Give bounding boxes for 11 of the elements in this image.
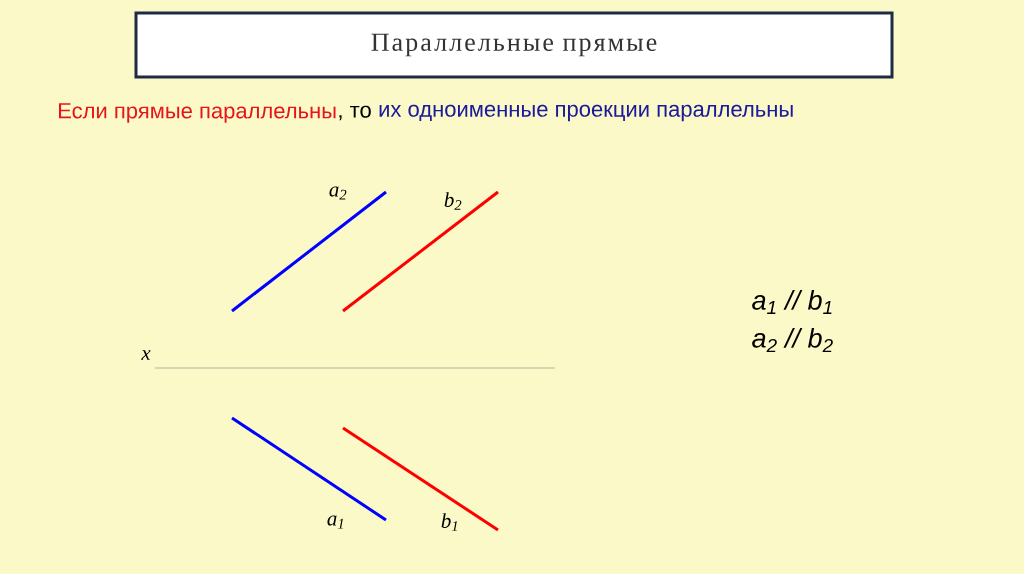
statement-text: , то bbox=[339, 105, 371, 121]
line-label: b$_{1}$ bbox=[441, 513, 458, 531]
title-box: Параллельные прямые bbox=[134, 11, 894, 79]
statement-text: их одноименные проекции параллельны bbox=[379, 104, 793, 122]
axis-label: x bbox=[141, 350, 151, 360]
parallel-relation: a$_{1}$ // b$_{1}$ bbox=[752, 290, 832, 314]
line-label: a$_{2}$ bbox=[329, 186, 347, 200]
line-label: b$_{2}$ bbox=[444, 192, 462, 210]
statement-text: Если прямые параллельны bbox=[59, 103, 336, 123]
parallel-relation: a$_{2}$ // b$_{2}$ bbox=[752, 327, 833, 353]
line-label: a$_{1}$ bbox=[327, 515, 344, 529]
